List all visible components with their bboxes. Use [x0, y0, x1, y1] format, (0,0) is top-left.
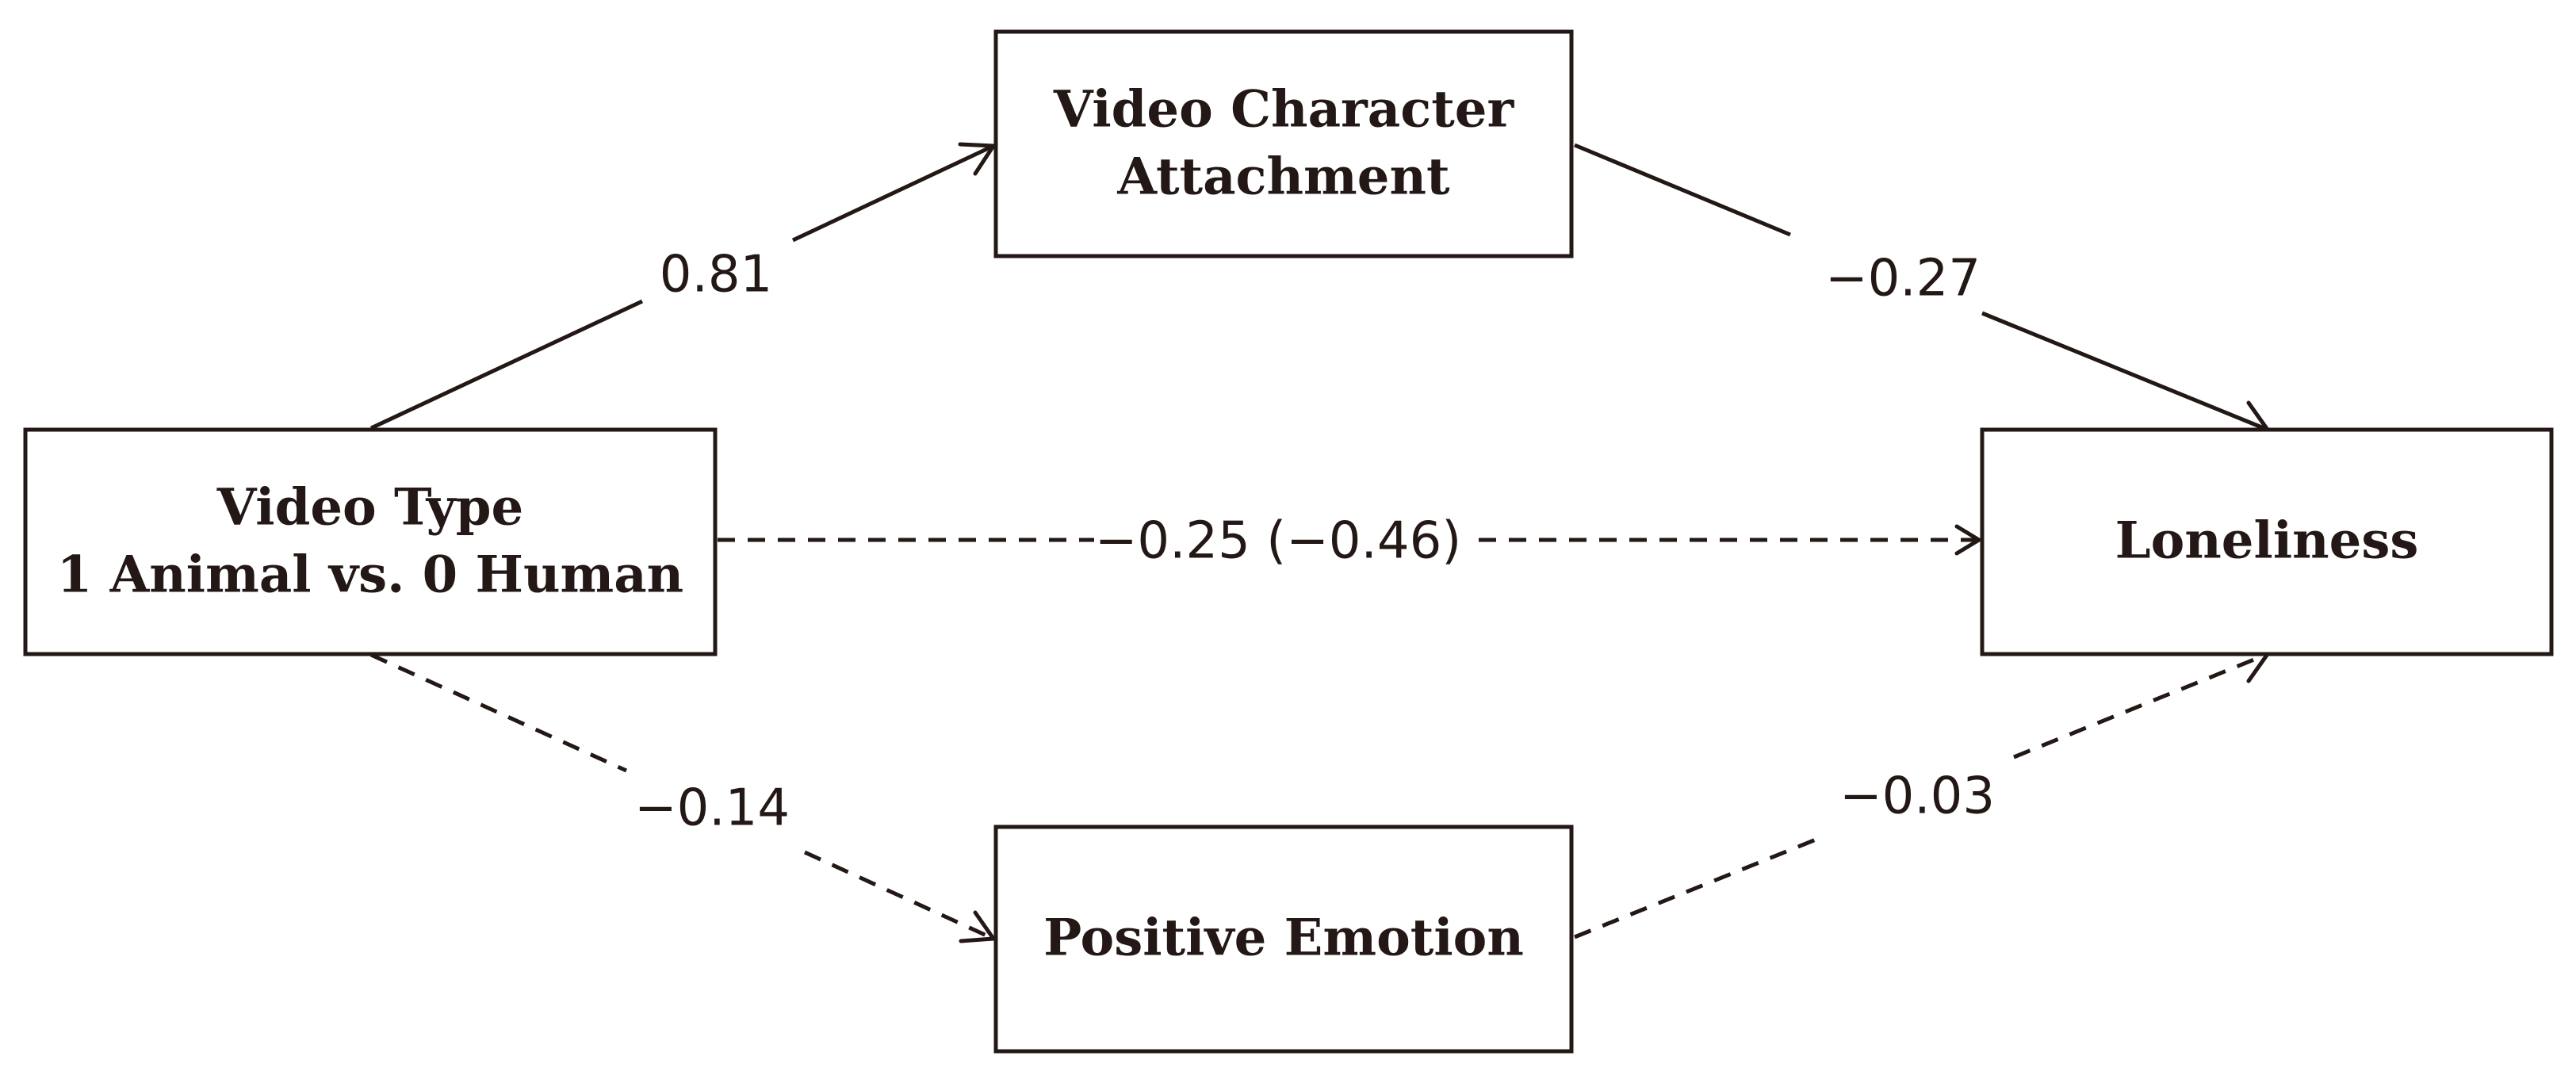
node-loneliness-box	[1980, 427, 2554, 656]
node-video-type-box	[23, 427, 718, 656]
path-a1-coefficient: 0.81	[660, 246, 773, 304]
path-b2-coefficient: −0.03	[1839, 767, 1995, 826]
path-b1: −0.27	[1574, 143, 2270, 434]
path-a2-coefficient: −0.14	[634, 779, 790, 838]
path-b1-coefficient: −0.27	[1825, 250, 1981, 308]
node-video-type-line-2: 1 Animal vs. 0 Human	[57, 545, 683, 605]
path-a1-arrowhead	[958, 142, 996, 176]
node-loneliness: Loneliness	[1980, 427, 2554, 656]
path-a2-line-start	[369, 652, 628, 773]
node-attachment-line-2: Attachment	[1116, 147, 1450, 207]
path-a2-arrowhead	[959, 910, 996, 943]
node-attachment: Video Character Attachment	[993, 29, 1574, 258]
path-b1-line-start	[1574, 143, 1791, 237]
node-video-type: Video Type 1 Animal vs. 0 Human	[23, 427, 718, 656]
node-video-type-line-1: Video Type	[216, 478, 524, 538]
path-a1-line-end	[791, 143, 995, 243]
path-a2-line-end	[803, 850, 995, 941]
node-positive-emotion: Positive Emotion	[993, 825, 1574, 1054]
node-attachment-line-1: Video Character	[1053, 80, 1515, 140]
node-positive-emotion-box	[993, 825, 1574, 1054]
node-attachment-box	[993, 29, 1574, 258]
path-a2: −0.14	[369, 652, 996, 943]
path-c-coefficient: −0.25 (−0.46)	[1095, 512, 1462, 571]
path-b2: −0.03	[1574, 649, 2270, 939]
node-loneliness-line-1: Loneliness	[2115, 511, 2419, 571]
path-b2-line-start	[1574, 834, 1824, 939]
path-b2-line-end	[2013, 652, 2268, 760]
path-a1-line-start	[369, 299, 644, 430]
path-c-arrowhead	[1954, 524, 1981, 556]
path-c: −0.25 (−0.46)	[718, 512, 1981, 571]
node-positive-emotion-line-1: Positive Emotion	[1043, 909, 1524, 968]
path-b1-line-end	[1981, 311, 2268, 432]
path-a1: 0.81	[369, 142, 996, 430]
